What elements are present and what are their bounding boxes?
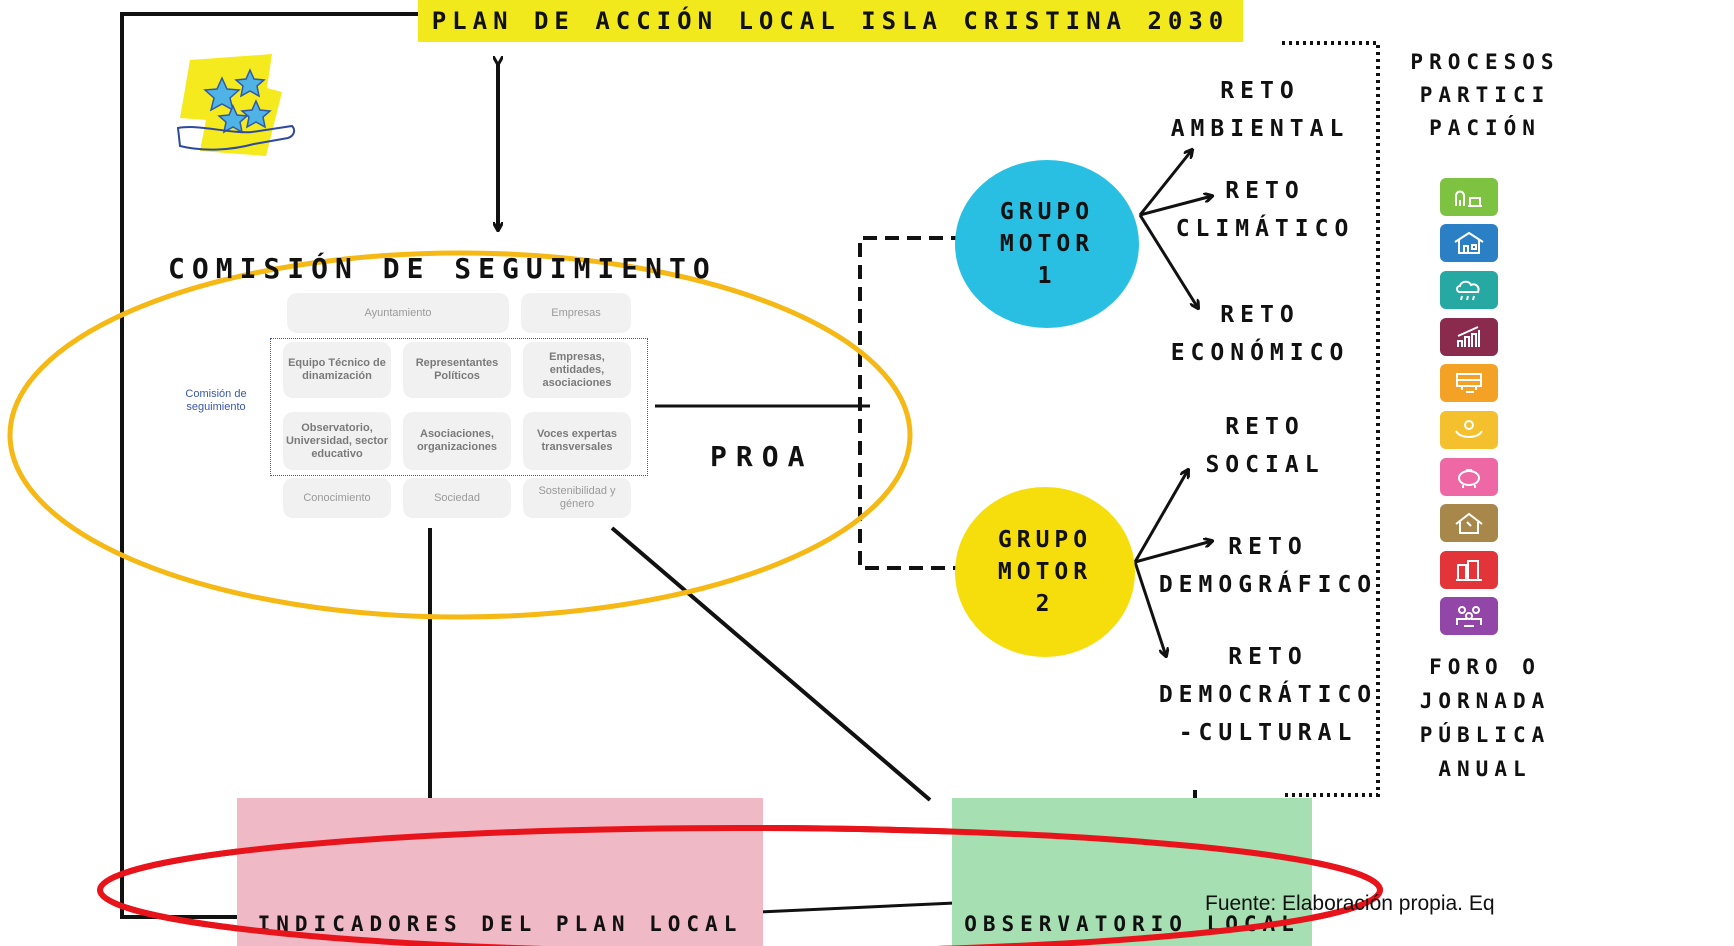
arrow-economico — [1138, 214, 1198, 308]
grupo-motor-2-line2: MOTOR — [997, 559, 1093, 585]
cell-voces-expertas: Voces expertas transversales — [523, 412, 631, 470]
grupo-motor-1-line3: 1 — [1037, 263, 1057, 289]
procesos-participacion: PROCESOS PARTICI PACIÓN — [1395, 46, 1575, 145]
reto-democratico-l1: RETO — [1228, 644, 1308, 670]
community-icon — [1440, 597, 1498, 635]
plan-title-banner: PLAN DE ACCIÓN LOCAL ISLA CRISTINA 2030 — [418, 0, 1243, 42]
foro-l1: FORO O — [1429, 655, 1541, 679]
reto-ambiental-l2: AMBIENTAL — [1170, 116, 1350, 142]
reto-ambiental: RETO AMBIENTAL — [1165, 72, 1355, 148]
dotted-bracket — [1282, 41, 1380, 797]
arrow-demografico — [1134, 541, 1212, 564]
cell-ayuntamiento: Ayuntamiento — [287, 293, 509, 333]
foro-l3: PÚBLICA — [1419, 723, 1551, 747]
arrow-democratico — [1133, 561, 1166, 656]
foro-jornada: FORO O JORNADA PÚBLICA ANUAL — [1395, 650, 1575, 786]
arrow-social — [1133, 470, 1188, 563]
reto-demografico-l1: RETO — [1228, 534, 1308, 560]
hands-stars-icon — [176, 54, 296, 156]
procesos-l2: PARTICI — [1419, 83, 1551, 107]
grupo-motor-1-line2: MOTOR — [999, 231, 1095, 257]
indicadores-observatorio-line — [759, 901, 956, 914]
proa-label: PROA — [710, 440, 814, 473]
grupo-motor-2-line3: 2 — [1035, 591, 1055, 617]
reto-climatico-l1: RETO — [1225, 178, 1305, 204]
climate-icon — [1440, 271, 1498, 309]
mobility-icon — [1440, 364, 1498, 402]
grupo-motor-2-line1: GRUPO — [997, 527, 1093, 553]
digital-icon — [1440, 551, 1498, 589]
comision-ellipse — [7, 250, 913, 620]
housing-icon — [1440, 224, 1498, 262]
comision-title: COMISIÓN DE SEGUIMIENTO — [168, 252, 717, 285]
source-caption: Fuente: Elaboración propia. Eq — [1205, 892, 1495, 915]
reto-democratico-l2: DEMOCRÁTICO — [1158, 682, 1378, 708]
innovation-icon — [1440, 504, 1498, 542]
reto-climatico: RETO CLIMÁTICO — [1170, 172, 1360, 248]
cell-representantes: Representantes Políticos — [403, 342, 511, 398]
arrow-climatico — [1139, 196, 1212, 217]
cell-equipo-tecnico: Equipo Técnico de dinamización — [283, 342, 391, 398]
reto-social-l1: RETO — [1225, 414, 1305, 440]
urban-nature-icon — [1440, 178, 1498, 216]
reto-social-l2: SOCIAL — [1205, 452, 1325, 478]
reto-demografico-l2: DEMOGRÁFICO — [1158, 572, 1378, 598]
reto-economico-l2: ECONÓMICO — [1170, 340, 1350, 366]
reto-economico: RETO ECONÓMICO — [1160, 296, 1360, 372]
dashed-bracket — [858, 236, 965, 570]
grupo-motor-2: GRUPO MOTOR 2 — [955, 487, 1135, 657]
reto-ambiental-l1: RETO — [1220, 78, 1300, 104]
observatorio-banner: OBSERVATORIO LOCAL — [952, 798, 1312, 946]
reto-democratico-l3: -CULTURAL — [1178, 720, 1358, 746]
grupo-motor-1: GRUPO MOTOR 1 — [955, 160, 1139, 328]
economy-icon — [1440, 318, 1498, 356]
procesos-l3: PACIÓN — [1429, 116, 1541, 140]
cell-sostenibilidad: Sostenibilidad y género — [523, 478, 631, 518]
indicadores-banner: INDICADORES DEL PLAN LOCAL — [237, 798, 763, 946]
reto-economico-l1: RETO — [1220, 302, 1300, 328]
cell-empresas-entidades: Empresas, entidades, asociaciones — [523, 342, 631, 398]
comision-side-label: Comisión de seguimiento — [185, 388, 247, 413]
comision-observatorio-line — [610, 526, 932, 802]
reto-democratico: RETO DEMOCRÁTICO -CULTURAL — [1157, 638, 1379, 752]
cell-empresas: Empresas — [521, 293, 631, 333]
reto-climatico-l2: CLIMÁTICO — [1175, 216, 1355, 242]
comision-inner-frame — [270, 338, 648, 476]
procesos-l1: PROCESOS — [1410, 50, 1560, 74]
reto-social: RETO SOCIAL — [1175, 408, 1355, 484]
cell-sociedad: Sociedad — [403, 478, 511, 518]
arrow-ambiental — [1138, 150, 1192, 216]
cell-observatorio-universidad: Observatorio, Universidad, sector educat… — [283, 412, 391, 470]
savings-icon — [1440, 458, 1498, 496]
cell-conocimiento: Conocimiento — [283, 478, 391, 518]
grupo-motor-1-line1: GRUPO — [999, 199, 1095, 225]
cell-asociaciones: Asociaciones, organizaciones — [403, 412, 511, 470]
foro-l2: JORNADA — [1419, 689, 1551, 713]
reto-demografico: RETO DEMOGRÁFICO — [1157, 528, 1379, 604]
foro-l4: ANUAL — [1438, 757, 1532, 781]
social-icon — [1440, 411, 1498, 449]
